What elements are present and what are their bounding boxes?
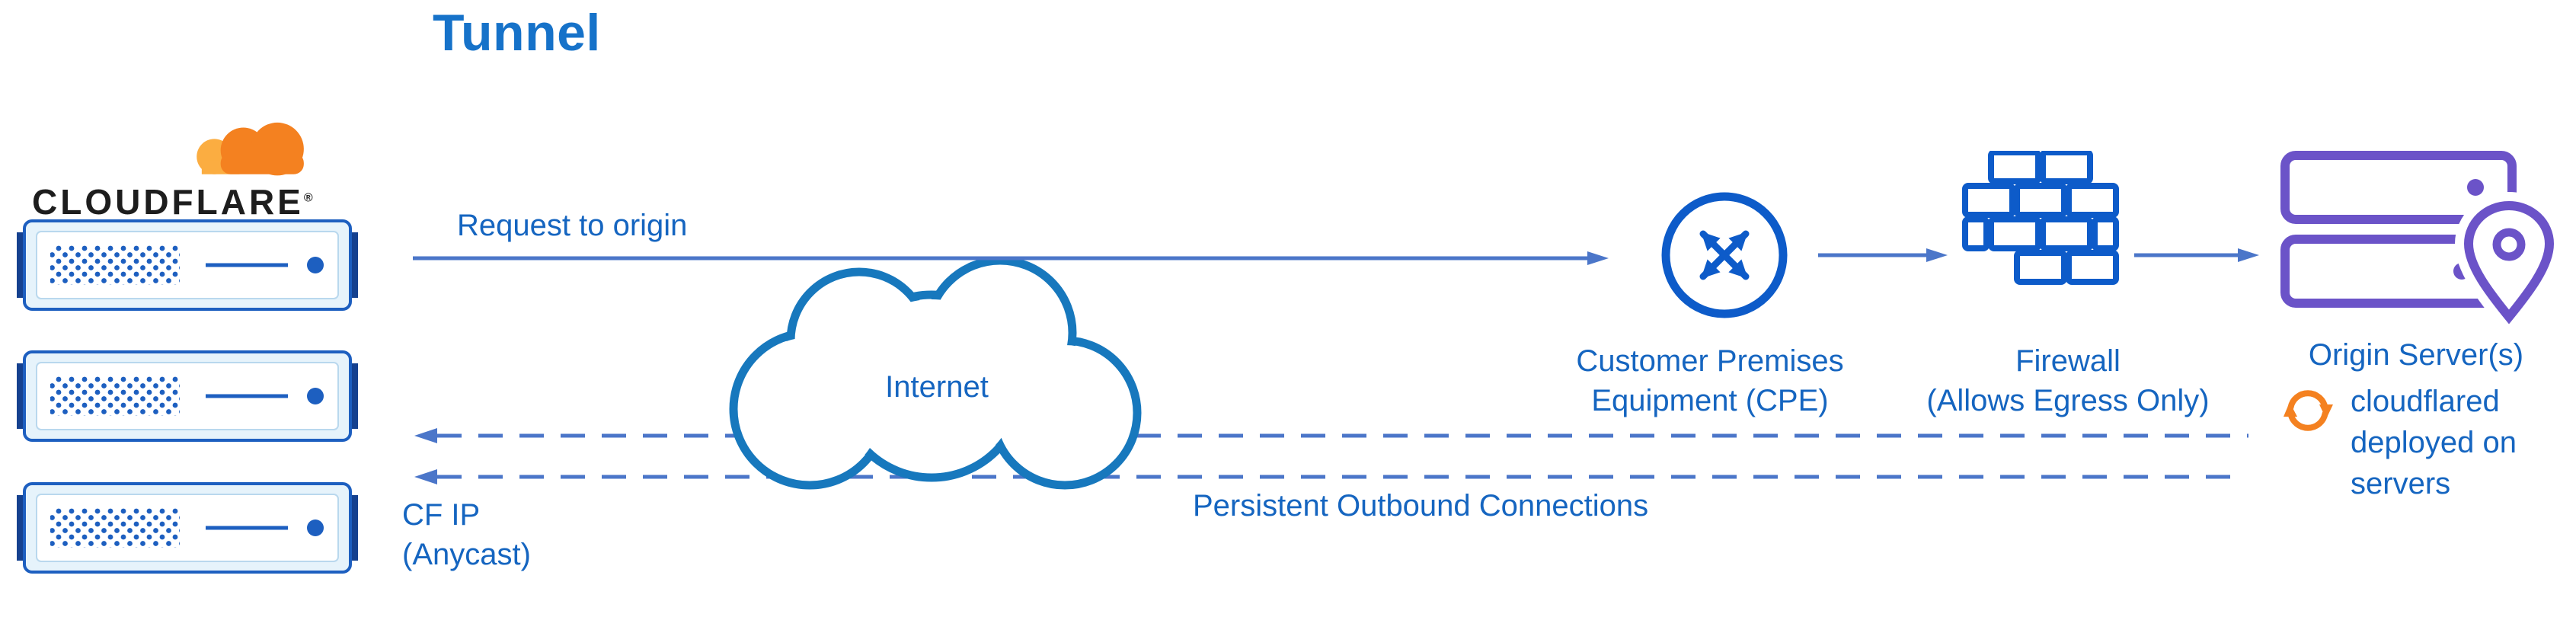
cpe-label: Customer Premises Equipment (CPE) [1576, 344, 1844, 417]
dashed-arrow-left-icon [414, 428, 2248, 484]
internet-cloud-icon [729, 256, 1142, 490]
request-to-origin-label: Request to origin [457, 209, 688, 242]
origin-servers-label: Origin Server(s) [2308, 338, 2524, 372]
origin-servers-icon [2280, 151, 2562, 329]
page-title: Tunnel [433, 4, 601, 62]
edge-server-icon [17, 482, 358, 574]
edge-server-icon [17, 350, 358, 442]
firewall-icon [1962, 151, 2119, 285]
sync-icon [2284, 390, 2333, 431]
cloudflared-label: cloudflared deployed on servers [2351, 385, 2517, 500]
cloudflare-wordmark: CLOUDFLARE® [32, 182, 313, 222]
solid-arrow-right-icon [1818, 248, 1948, 262]
internet-label: Internet [885, 370, 989, 404]
location-pin-icon [2454, 191, 2562, 329]
cpe-router-icon [1661, 192, 1788, 318]
solid-arrow-right-icon [413, 251, 1609, 265]
cf-ip-anycast-label: CF IP (Anycast) [402, 498, 531, 571]
persistent-outbound-label: Persistent Outbound Connections [1193, 489, 1649, 523]
edge-server-icon [17, 219, 358, 311]
solid-arrow-right-icon [2134, 248, 2259, 262]
cloudflare-logo-icon [197, 122, 304, 176]
firewall-label: Firewall (Allows Egress Only) [1926, 344, 2210, 417]
cloudflare-logo: CLOUDFLARE® [30, 114, 366, 230]
registered-mark: ® [303, 191, 313, 205]
